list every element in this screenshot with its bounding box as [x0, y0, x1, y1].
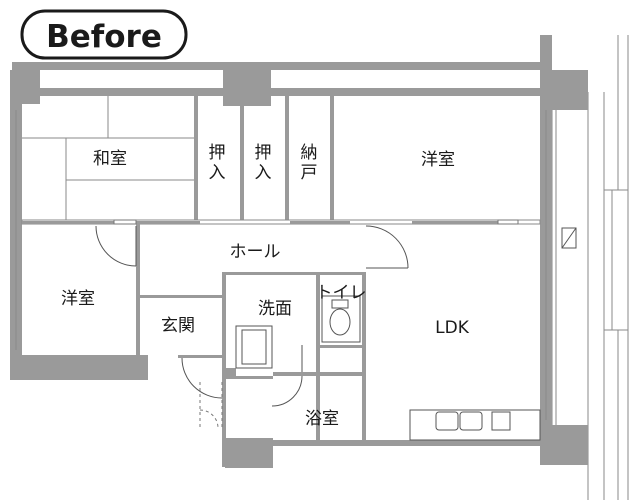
room-label-nando-char-1: 納 [301, 143, 318, 163]
washbasin [235, 325, 273, 369]
interior-walls [21, 96, 541, 467]
room-label-oshiire-1-char-2: 入 [209, 163, 226, 183]
room-label-nando-char-2: 戸 [301, 163, 318, 183]
room-label-nando: 納 戸 [301, 143, 318, 183]
toilet-fixture [321, 295, 361, 343]
kitchen-counter [409, 409, 541, 441]
washitsu-tatami [22, 96, 194, 220]
room-label-oshiire-2: 押 入 [255, 143, 272, 183]
room-label-washitsu: 和室 [93, 149, 127, 169]
before-badge: Before [20, 9, 188, 60]
outer-walls [10, 62, 588, 468]
room-label-yoshitsu-top: 洋室 [421, 150, 455, 170]
room-label-toilet: トイレ [316, 283, 367, 303]
room-label-ldk: LDK [435, 318, 470, 338]
room-label-senmen: 洗面 [258, 299, 292, 319]
before-badge-label: Before [46, 19, 162, 55]
room-label-genkan: 玄関 [161, 316, 195, 336]
room-label-oshiire-2-char-2: 入 [255, 163, 272, 183]
room-label-oshiire-1: 押 入 [209, 143, 226, 183]
room-label-yoshitsu-left: 洋室 [61, 289, 95, 309]
room-label-hall: ホール [230, 242, 281, 262]
room-label-oshiire-2-char-1: 押 [255, 143, 272, 163]
doors [95, 225, 409, 430]
room-label-oshiire-1-char-1: 押 [209, 143, 226, 163]
room-label-yokushitsu: 浴室 [305, 409, 339, 429]
windows [15, 110, 547, 420]
